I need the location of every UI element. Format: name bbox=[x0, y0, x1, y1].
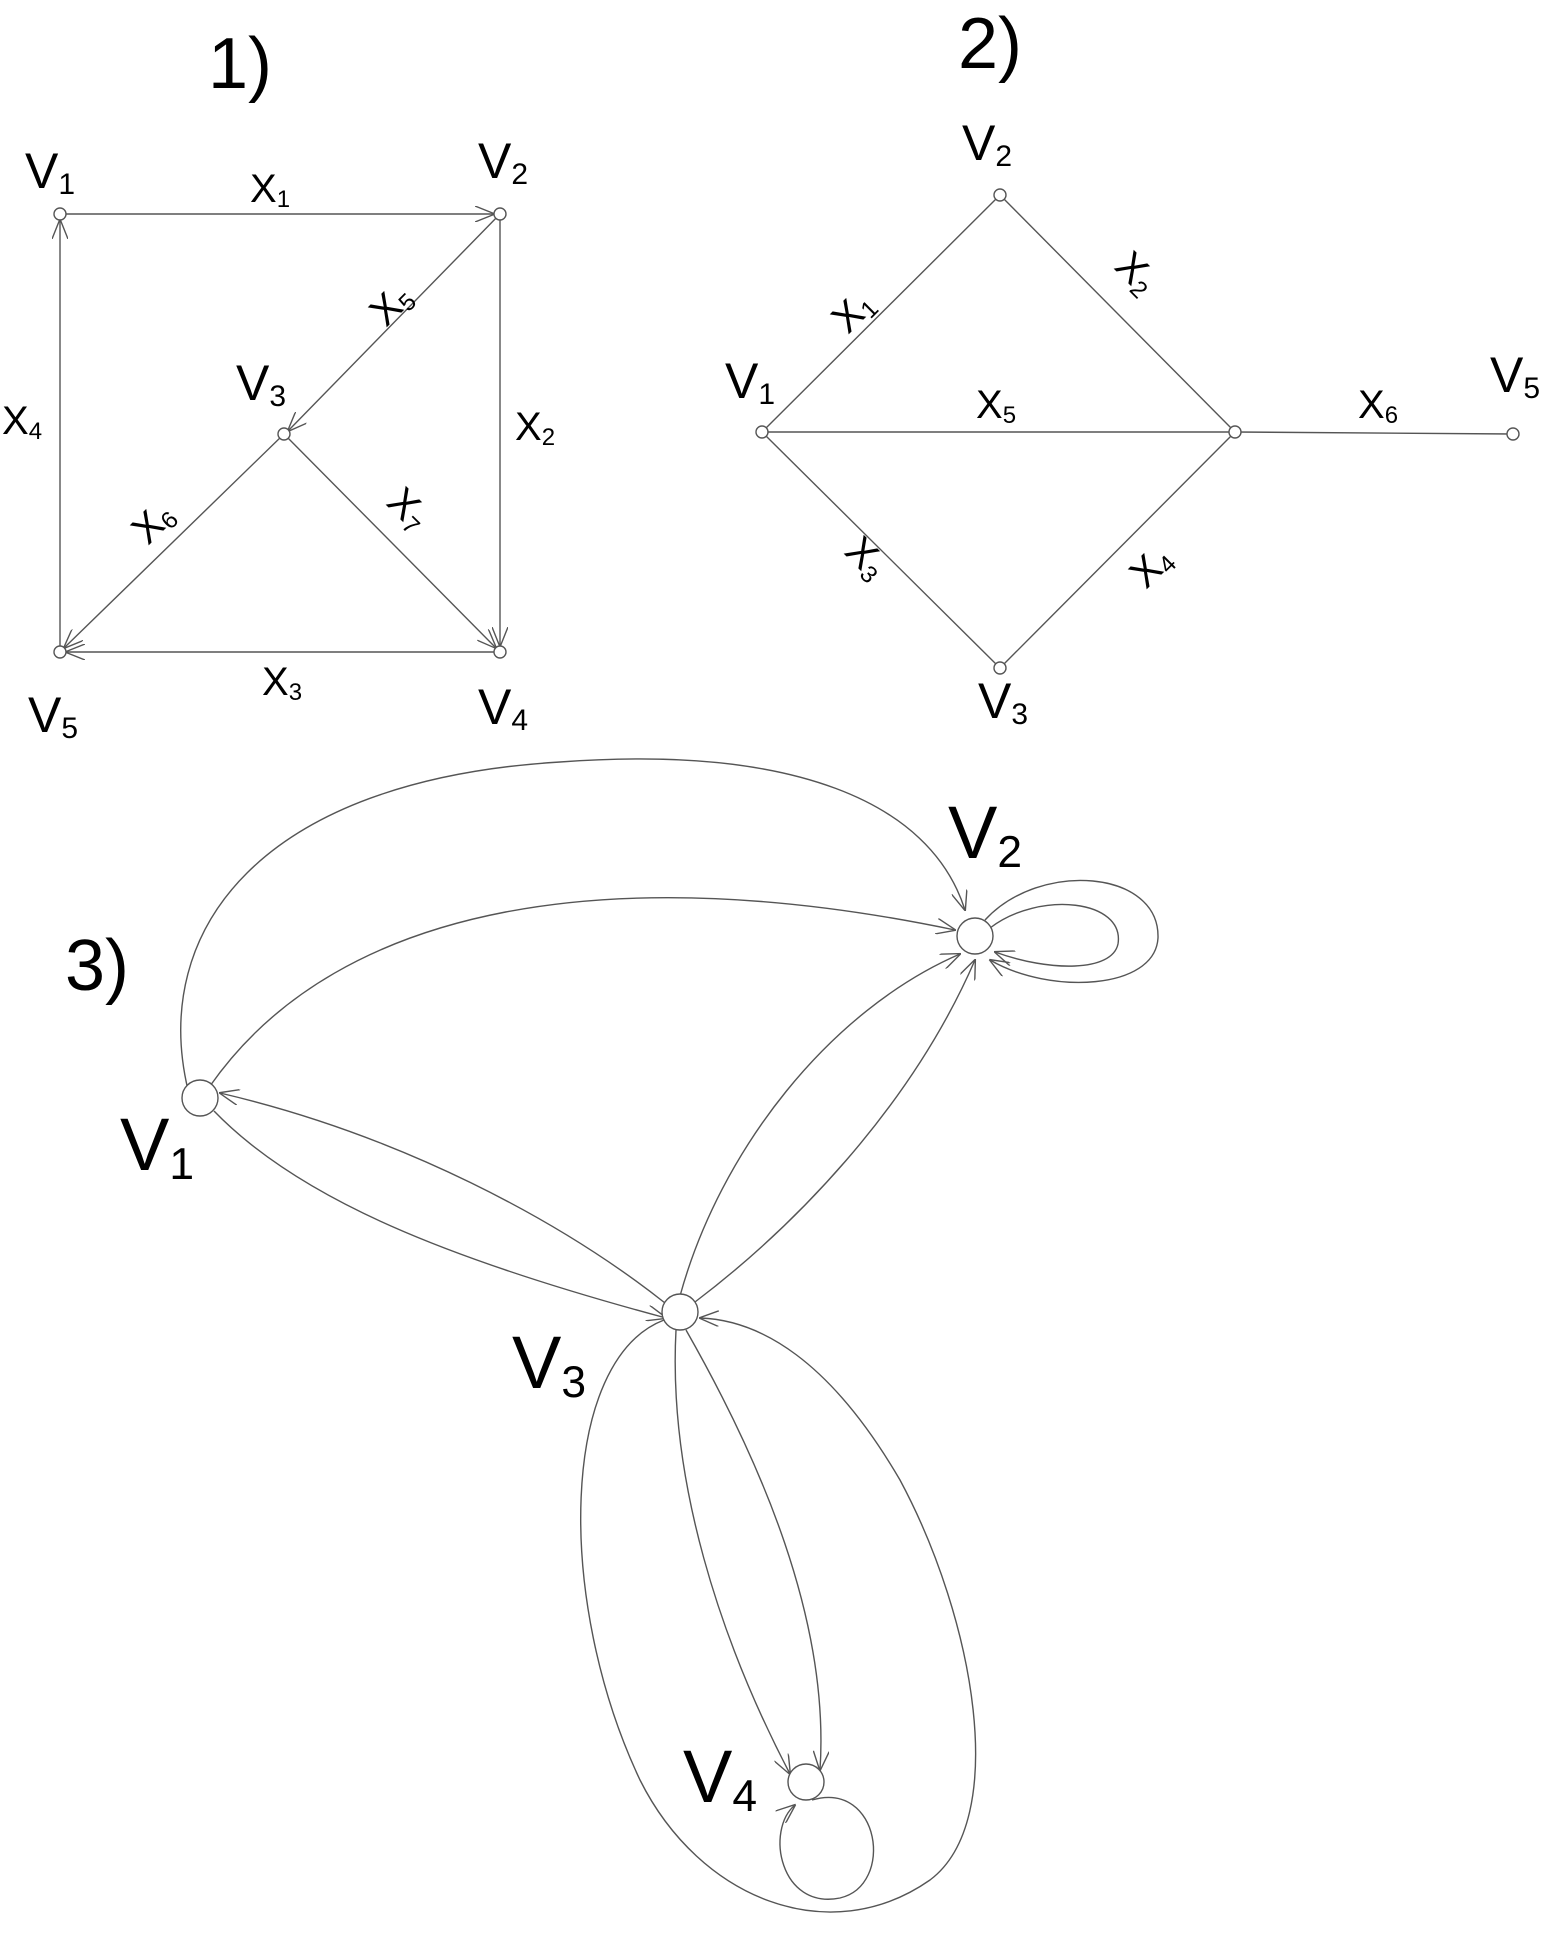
edge-label-x1: X1 bbox=[823, 282, 884, 343]
edge-x7 bbox=[283, 433, 496, 648]
vertex-v5 bbox=[53, 645, 67, 659]
edge-label-x2: X2 bbox=[515, 405, 555, 451]
vertex-label-v4: V4 bbox=[478, 679, 528, 737]
vertex-v3 bbox=[277, 427, 291, 441]
edge-label-x4: X4 bbox=[1121, 537, 1182, 598]
vertex-label-v5: V5 bbox=[1490, 347, 1540, 405]
edge-v2-loop-outer bbox=[984, 879, 1159, 984]
edge-label-x6: X6 bbox=[1358, 383, 1398, 429]
vertex-label-v3: V3 bbox=[512, 1321, 586, 1407]
edge-label-x4: X4 bbox=[2, 399, 42, 445]
vertex-v4 bbox=[787, 1763, 825, 1801]
diagram-2-number: 2) bbox=[958, 4, 1022, 84]
vertex-v2 bbox=[956, 917, 994, 955]
edge-label-x3: X3 bbox=[835, 528, 896, 589]
edge-x1 bbox=[761, 194, 1001, 433]
diagram-3-number: 3) bbox=[65, 926, 129, 1006]
diagram-1-number: 1) bbox=[208, 24, 272, 104]
edge-x5 bbox=[288, 213, 501, 431]
edge-v4-loop bbox=[780, 1796, 875, 1900]
vertex-label-v3: V3 bbox=[978, 673, 1028, 731]
vertex-label-v1: V1 bbox=[120, 1103, 194, 1189]
edge-v3-v4-a bbox=[674, 1329, 790, 1774]
vertex-v5 bbox=[1506, 427, 1520, 441]
vertex-v3 bbox=[993, 661, 1007, 675]
edge-v3-v4-outer bbox=[580, 1318, 977, 1913]
edge-v3-v2-left bbox=[679, 954, 960, 1297]
edge-v3-v4-b bbox=[685, 1329, 821, 1770]
vertex-v2 bbox=[993, 188, 1007, 202]
vertex-v1 bbox=[53, 207, 67, 221]
edge-label-x7: X7 bbox=[377, 479, 438, 540]
vertex-label-v1: V1 bbox=[25, 143, 75, 201]
edge-v1-v2-outer bbox=[180, 758, 965, 1091]
edge-v3-v1 bbox=[220, 1093, 666, 1304]
edge-label-x2: X2 bbox=[1105, 243, 1166, 304]
vertex-v1 bbox=[755, 425, 769, 439]
edge-label-x6: X6 bbox=[123, 493, 184, 554]
edge-x2 bbox=[999, 194, 1236, 433]
edge-x3 bbox=[761, 431, 1001, 669]
edge-v1-v3 bbox=[213, 1110, 666, 1318]
edge-label-x3: X3 bbox=[262, 660, 302, 706]
edge-x4 bbox=[999, 431, 1236, 669]
vertex-label-v2: V2 bbox=[478, 133, 528, 191]
edge-label-x5: X5 bbox=[976, 383, 1016, 429]
vertex-label-v3: V3 bbox=[236, 355, 286, 413]
vertex-label-v2: V2 bbox=[948, 791, 1022, 877]
diagram-2: 2) V1 V2 V3 V5 X1 X2 X3 X4 X5 X6 bbox=[725, 4, 1540, 731]
edge-v3-v2-right bbox=[694, 960, 975, 1303]
edge-label-x5: X5 bbox=[361, 275, 422, 336]
vertex-label-v4: V4 bbox=[683, 1735, 757, 1821]
edge-x6 bbox=[1234, 431, 1514, 435]
diagram-1: 1) V1 V2 V3 V4 V5 X1 X2 X3 X4 X5 X6 X7 bbox=[2, 24, 555, 745]
diagram-3: 3) V1 V2 V3 V4 bbox=[65, 758, 1159, 1913]
vertex-label-v2: V2 bbox=[962, 115, 1012, 173]
vertex-label-v1: V1 bbox=[725, 353, 775, 411]
edge-x6 bbox=[64, 433, 285, 648]
vertex-label-v5: V5 bbox=[28, 687, 78, 745]
vertex-v4 bbox=[493, 645, 507, 659]
edge-v1-v2-inner bbox=[209, 896, 955, 1087]
vertex-v3 bbox=[661, 1293, 699, 1331]
vertex-v1 bbox=[181, 1079, 219, 1117]
vertex-unlabeled bbox=[1228, 425, 1242, 439]
edge-v2-loop-inner bbox=[989, 903, 1119, 967]
vertex-v2 bbox=[493, 207, 507, 221]
edge-label-x1: X1 bbox=[250, 167, 290, 213]
